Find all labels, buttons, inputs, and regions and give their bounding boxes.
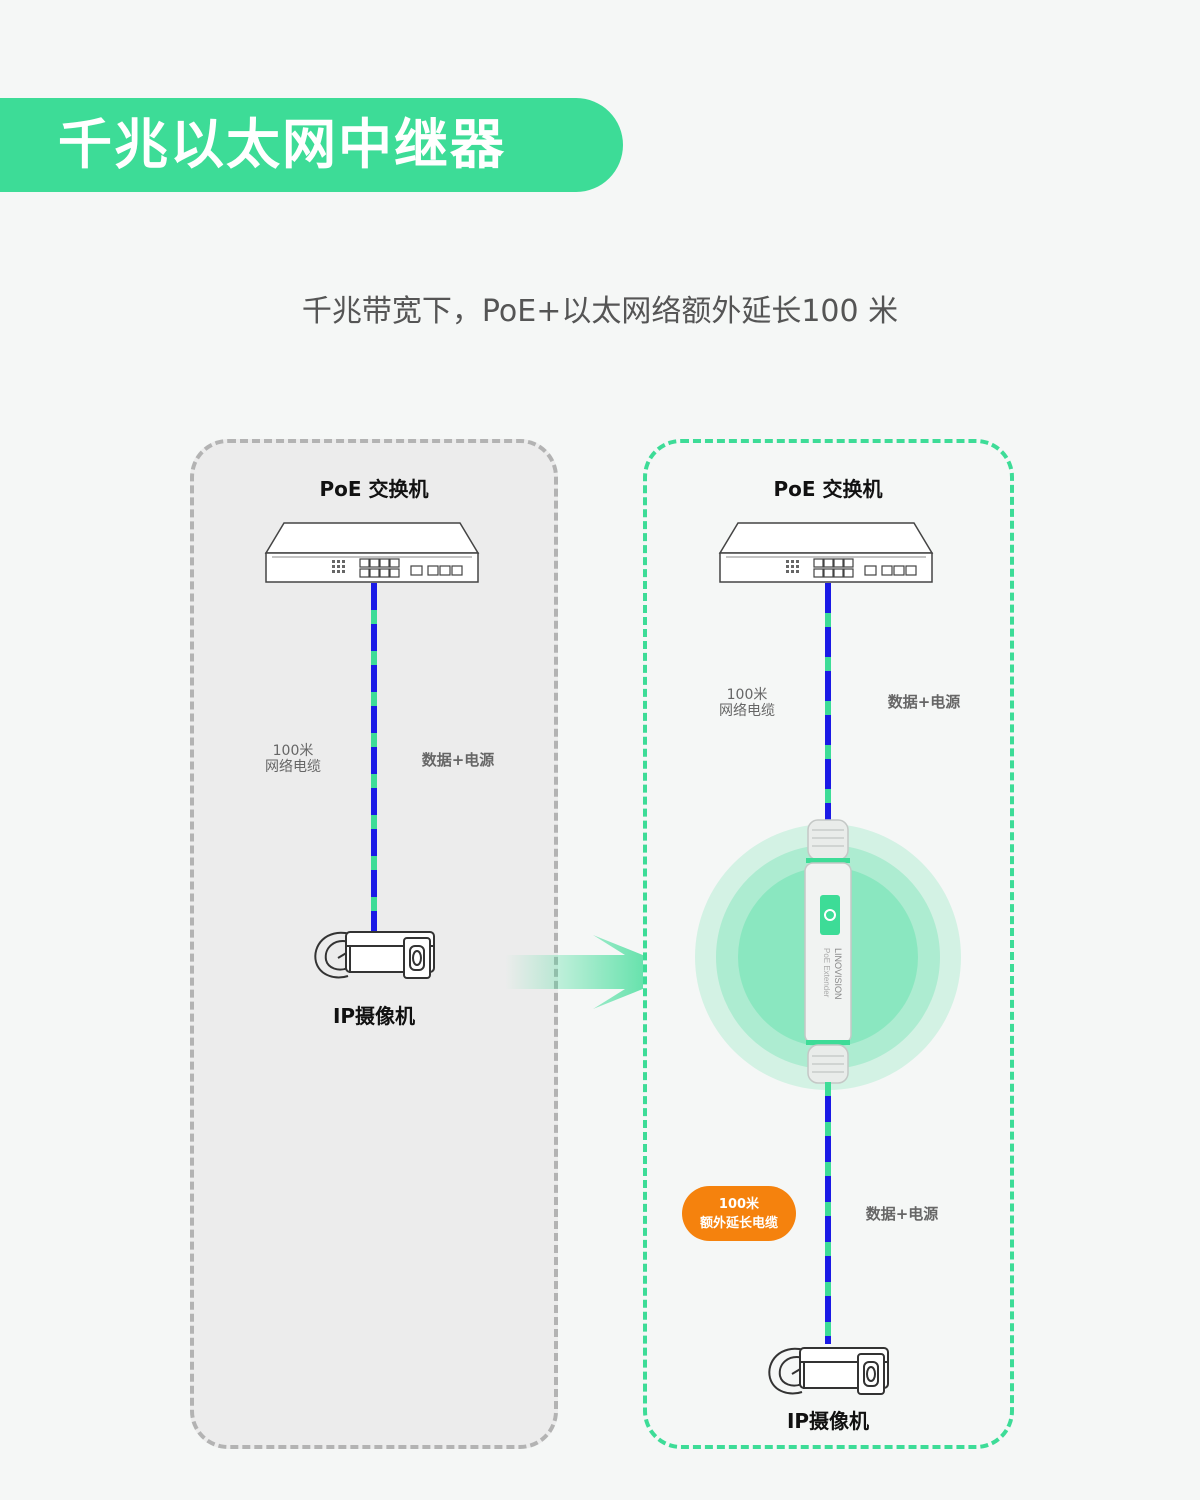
left-cable-length: 100米	[272, 743, 314, 759]
right-switch-label: PoE 交换机	[773, 477, 883, 501]
right-cable-length: 100米	[726, 687, 768, 703]
badge-length: 100米	[718, 1196, 760, 1212]
title-banner: 千兆以太网中继器	[0, 98, 623, 192]
ip-camera-icon	[314, 931, 435, 979]
ip-camera-icon	[768, 1347, 889, 1395]
extra-cable-badge: 100米 额外延长电缆	[682, 1186, 796, 1241]
poe-switch-icon	[264, 522, 480, 583]
left-cable-type: 网络电缆	[265, 759, 321, 775]
page-title: 千兆以太网中继器	[58, 113, 506, 176]
subtitle: 千兆带宽下，PoE+以太网络额外延长100 米	[301, 294, 899, 329]
right-data-power-label-bottom: 数据+电源	[865, 1205, 939, 1223]
left-network-cable	[371, 583, 377, 938]
right-camera-label: IP摄像机	[786, 1409, 870, 1433]
left-camera-label: IP摄像机	[332, 1004, 416, 1028]
right-cable-label: 100米 网络电缆	[697, 687, 797, 719]
right-cable-type: 网络电缆	[719, 703, 775, 719]
left-cable-label: 100米 网络电缆	[243, 743, 343, 775]
extender-brand-text: LINOVISION	[833, 948, 843, 1000]
extender-model-text: PoE Extender	[822, 948, 831, 998]
left-data-power-label: 数据+电源	[421, 751, 495, 769]
poe-switch-icon	[718, 522, 934, 583]
arrow-right-icon	[505, 935, 685, 1009]
badge-description: 额外延长电缆	[699, 1215, 778, 1231]
poe-extender-device: LINOVISION PoE Extender	[804, 819, 852, 1084]
right-network-cable-bottom	[825, 1082, 831, 1344]
left-switch-label: PoE 交换机	[319, 477, 429, 501]
right-data-power-label-top: 数据+电源	[887, 693, 961, 711]
right-network-cable-top	[825, 583, 831, 823]
